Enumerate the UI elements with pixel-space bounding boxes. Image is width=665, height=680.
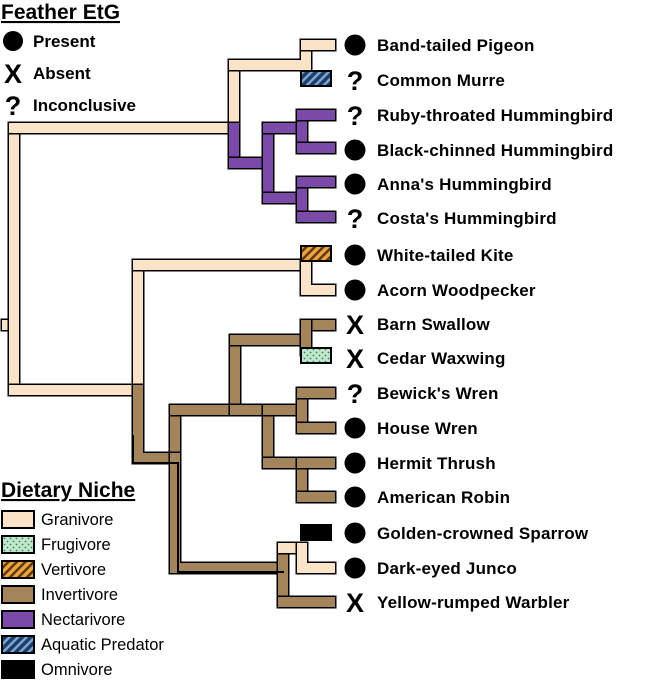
diet-swatch-invertivore (1, 585, 35, 604)
diet-legend-label: Nectarivore (41, 611, 125, 629)
species-name: Costa's Hummingbird (377, 209, 557, 228)
absent-mark-icon: X (4, 59, 22, 89)
present-dot-icon (344, 557, 366, 579)
murre-tip-box (300, 70, 332, 87)
species-name: Yellow-rumped Warbler (377, 593, 570, 612)
diet-legend-label: Granivore (41, 511, 113, 529)
inconclusive-mark-icon: ? (347, 204, 364, 234)
species-name: Black-chinned Hummingbird (377, 141, 613, 160)
present-dot-icon (344, 279, 366, 301)
sparrow-tip-box (300, 524, 332, 541)
sparrow-warbler-stem-branch (170, 453, 288, 573)
absent-mark-icon: X (346, 310, 364, 340)
species-name: Barn Swallow (377, 315, 491, 334)
diet-legend-label: Frugivore (41, 536, 111, 554)
diet-swatch-omnivore (1, 660, 35, 679)
diet-swatch-granivore (1, 510, 35, 529)
present-dot-icon (344, 139, 366, 161)
species-name: White-tailed Kite (377, 246, 514, 265)
diet-swatch-nectarivore (1, 610, 35, 629)
diet-swatch-aquatic (1, 635, 35, 654)
inconclusive-mark-icon: ? (347, 101, 364, 131)
diet-legend-label: Aquatic Predator (41, 636, 164, 654)
species-list: Band-tailed Pigeon? Common Murre? Ruby-thr… (344, 34, 613, 618)
junco-tip-branch (297, 543, 335, 573)
present-dot-icon (344, 452, 366, 474)
species-name: Common Murre (377, 71, 505, 90)
etg-legend-label: Absent (33, 64, 91, 83)
absent-mark-icon: X (346, 588, 364, 618)
species-name: Golden-crowned Sparrow (377, 524, 589, 543)
phylogenetic-tree (0, 38, 337, 609)
inconclusive-mark-icon: ? (5, 91, 22, 121)
present-dot-icon (344, 34, 366, 56)
pigeon-murre-stem-branch (229, 40, 311, 70)
diet-legend: Dietary Niche GranivoreFrugivoreVertivor… (1, 479, 164, 679)
diet-legend-label: Omnivore (41, 661, 113, 679)
diet-legend-label: Invertivore (41, 586, 118, 604)
present-dot-icon (344, 417, 366, 439)
species-name: Ruby-throated Hummingbird (377, 106, 613, 125)
inconclusive-mark-icon: ? (347, 379, 364, 409)
woodpecker-tip-branch (301, 260, 335, 295)
passerine-stem-branch (133, 385, 180, 463)
diet-legend-label: Vertivore (41, 561, 106, 579)
species-name: Hermit Thrush (377, 454, 496, 473)
diet-swatch-frugivore (1, 535, 35, 554)
present-dot-icon (344, 244, 366, 266)
kite-tip-box (300, 245, 332, 262)
absent-mark-icon: X (346, 344, 364, 374)
waxwing-tip-box (300, 347, 332, 364)
species-name: Anna's Hummingbird (377, 175, 552, 194)
species-name: Bewick's Wren (377, 384, 499, 403)
etg-legend-label: Inconclusive (33, 96, 136, 115)
present-dot-icon (344, 173, 366, 195)
species-name: Dark-eyed Junco (377, 559, 517, 578)
etg-legend-title: Feather EtG (1, 1, 120, 24)
diet-legend-title: Dietary Niche (1, 479, 135, 502)
sparrow-warbler-stem-branch-outline (168, 451, 290, 575)
present-dot-icon (344, 522, 366, 544)
omnivore-trace-line (132, 435, 284, 573)
diet-swatch-vertivore (1, 560, 35, 579)
species-name: American Robin (377, 488, 510, 507)
species-name: House Wren (377, 419, 478, 438)
present-dot-icon (344, 486, 366, 508)
species-name: Acorn Woodpecker (377, 281, 536, 300)
inconclusive-mark-icon: ? (347, 66, 364, 96)
species-name: Cedar Waxwing (377, 349, 506, 368)
present-dot-icon (3, 31, 23, 51)
etg-legend-label: Present (33, 32, 96, 51)
species-name: Band-tailed Pigeon (377, 36, 535, 55)
